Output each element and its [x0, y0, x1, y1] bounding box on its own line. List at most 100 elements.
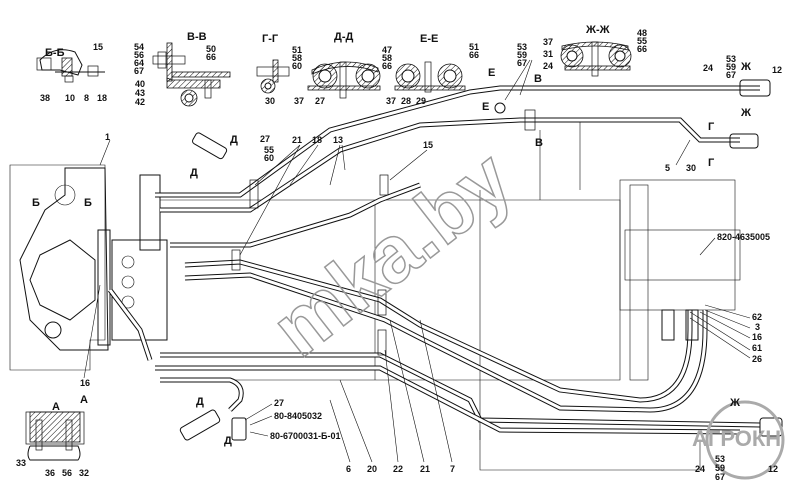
callout-67: 67 [715, 472, 725, 482]
cut-mark-b: Б [32, 197, 40, 209]
callout-38: 38 [40, 93, 50, 103]
callout-67: 67 [726, 70, 736, 80]
callout-21: 21 [292, 135, 302, 145]
callout-66: 66 [382, 61, 392, 71]
callout-66: 66 [637, 44, 647, 54]
part-number-80-8405032: 80-8405032 [274, 411, 322, 421]
cut-mark-zh: Ж [740, 107, 751, 119]
section-title-a: А [52, 401, 60, 413]
cut-mark-d: Д [190, 167, 198, 179]
callout-15: 15 [93, 42, 103, 52]
callout-53: 53 [517, 42, 527, 52]
callout-56: 56 [62, 468, 72, 478]
callout-7: 7 [450, 464, 455, 474]
callout-27: 27 [274, 398, 284, 408]
callout-58: 58 [292, 53, 302, 63]
callout-60: 60 [292, 61, 302, 71]
callout-56: 56 [134, 50, 144, 60]
section-a-view [25, 411, 85, 461]
callout-15: 15 [423, 140, 433, 150]
callout-8: 8 [84, 93, 89, 103]
top-right-labels: 53 59 67 24 53 59 67 12 30 5 [517, 42, 782, 173]
callout-55: 55 [637, 36, 647, 46]
callout-43: 43 [135, 88, 145, 98]
callout-67: 67 [134, 66, 144, 76]
part-number-820-4635005: 820-4635005 [717, 232, 770, 242]
callout-53: 53 [715, 454, 725, 464]
cut-mark-d: Д [196, 396, 204, 408]
section-vv-labels: 54 56 64 67 50 66 40 43 42 [134, 42, 216, 107]
callout-48: 48 [637, 28, 647, 38]
section-dd-view [307, 61, 381, 99]
tractor-frame [9, 120, 741, 471]
callout-31: 31 [543, 49, 553, 59]
part-number-80-6700031-b-01: 80-6700031-Б-01 [270, 431, 341, 441]
callout-6: 6 [346, 464, 351, 474]
section-title-gg: Г-Г [262, 33, 279, 45]
callout-26: 26 [752, 354, 762, 364]
callout-61: 61 [752, 343, 762, 353]
callout-30: 30 [265, 96, 275, 106]
section-ee-view [394, 61, 466, 93]
callout-33: 33 [16, 458, 26, 468]
callout-59: 59 [726, 62, 736, 72]
callout-60: 60 [264, 153, 274, 163]
section-zhzh-labels: 48 55 66 37 31 24 [543, 28, 647, 71]
section-bb-view [36, 49, 105, 83]
agrokn-logo: АГРОКН [692, 400, 785, 480]
section-gg-labels: 51 58 60 30 [265, 45, 302, 106]
callout-24: 24 [703, 63, 713, 73]
callout-3: 3 [755, 322, 760, 332]
callout-24: 24 [543, 61, 553, 71]
pipe-clamps [231, 102, 536, 356]
callout-24: 24 [695, 464, 705, 474]
callout-62: 62 [752, 312, 762, 322]
section-titles: Б-Б В-В Г-Г Д-Д Е-Е Ж-Ж А [45, 24, 610, 413]
callout-32: 32 [79, 468, 89, 478]
hose-couplings [179, 79, 783, 441]
section-gg-view [256, 59, 290, 94]
callout-42: 42 [135, 97, 145, 107]
callout-53: 53 [726, 54, 736, 64]
cut-mark-a: А [80, 394, 88, 406]
cut-mark-d: Д [224, 435, 232, 447]
callout-67: 67 [517, 58, 527, 68]
section-a-labels: 33 36 56 32 [16, 458, 89, 478]
section-title-bb: Б-Б [45, 47, 65, 59]
section-bb-labels: 15 38 10 8 18 [40, 42, 107, 103]
callout-12: 12 [772, 65, 782, 75]
cut-mark-v: В [535, 137, 543, 149]
section-ee-labels: 51 66 37 28 29 [386, 42, 479, 106]
callout-54: 54 [134, 42, 144, 52]
callout-50: 50 [206, 44, 216, 54]
callout-28: 28 [401, 96, 411, 106]
callout-22: 22 [393, 464, 403, 474]
callout-37: 37 [543, 37, 553, 47]
cut-markers: Б Б Е Е В В Ж Ж Г Г Д Д Д Д А Ж [32, 61, 751, 447]
cut-mark-zh: Ж [740, 61, 751, 73]
hydraulic-pump-cover [19, 167, 109, 351]
cut-mark-v: В [534, 73, 542, 85]
callout-47: 47 [382, 45, 392, 55]
logo-text: АГРОКН [692, 426, 781, 451]
section-title-vv: В-В [187, 31, 207, 43]
leader-lines [83, 59, 751, 463]
hydraulic-pipes [108, 85, 761, 435]
callout-18: 18 [97, 93, 107, 103]
section-zhzh-view [560, 41, 632, 77]
section-vv-view [152, 42, 231, 107]
callout-29: 29 [416, 96, 426, 106]
callout-27: 27 [315, 96, 325, 106]
cut-mark-g: Г [708, 157, 715, 169]
cut-mark-d: Д [230, 134, 238, 146]
callout-20: 20 [367, 464, 377, 474]
callout-58: 58 [382, 53, 392, 63]
callout-51: 51 [469, 42, 479, 52]
callout-59: 59 [517, 50, 527, 60]
cut-mark-e: Е [488, 67, 495, 79]
callout-40: 40 [135, 79, 145, 89]
callout-30: 30 [686, 163, 696, 173]
main-labels: 1 27 55 60 21 18 13 15 16 [80, 132, 433, 388]
